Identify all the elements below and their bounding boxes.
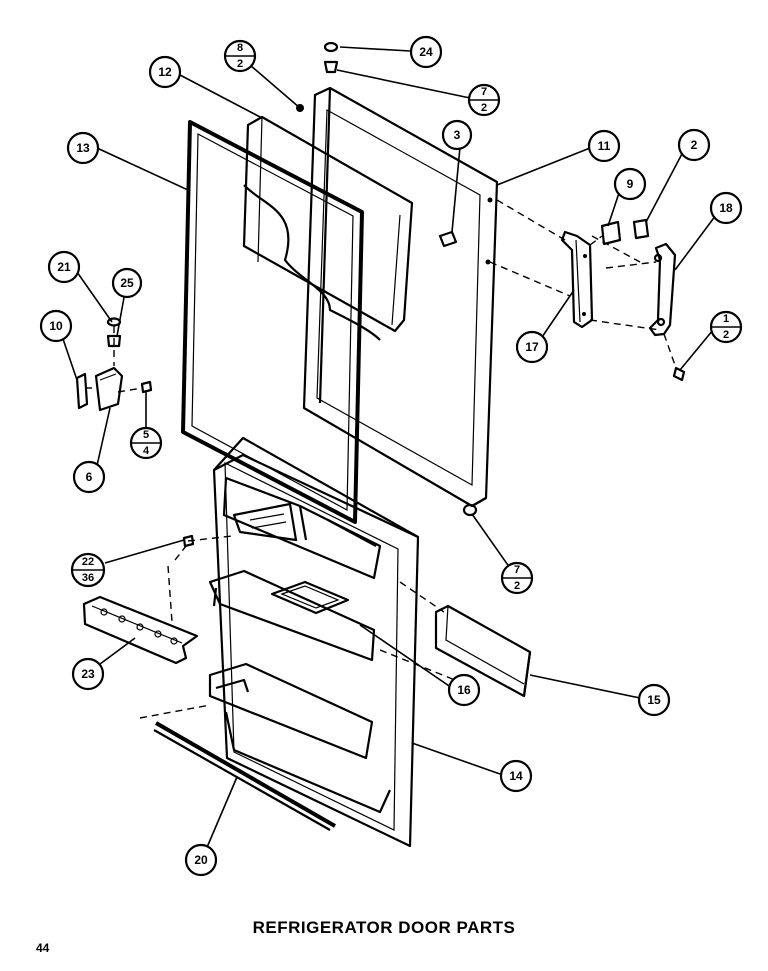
handle-trim-pieces (600, 218, 650, 246)
callout-label: 10 (49, 319, 63, 333)
callout-label: 11 (598, 139, 611, 153)
handle-bracket (560, 230, 594, 329)
callout-13: 13 (66, 131, 100, 165)
callout-label: 9 (627, 177, 634, 191)
callout-label: 25 (120, 276, 134, 290)
door-handle (648, 242, 677, 337)
callout-bottom: 4 (143, 445, 150, 457)
callout-label: 18 (719, 201, 733, 215)
callout-label: 16 (457, 683, 471, 697)
liner-screw (182, 534, 195, 548)
callout-label: 12 (158, 65, 172, 79)
callout-label: 2 (691, 138, 698, 152)
callout-label: 23 (81, 667, 95, 681)
callout-label: 21 (57, 260, 71, 274)
callout-22-36: 22 36 (70, 552, 106, 588)
callout-top: 7 (481, 86, 487, 98)
callout-top: 22 (82, 556, 94, 568)
callout-bottom: 2 (481, 102, 487, 114)
callout-17: 17 (515, 330, 549, 364)
callout-7-2-bottom: 7 2 (500, 561, 534, 595)
handle-screw (672, 366, 686, 382)
callout-top: 8 (237, 42, 243, 54)
callout-11: 11 (587, 129, 621, 163)
callout-top: 5 (143, 429, 149, 441)
callout-3: 3 (441, 119, 473, 151)
callout-top: 7 (514, 564, 520, 576)
callout-20: 20 (184, 843, 218, 877)
callout-bottom: 2 (723, 329, 729, 341)
callout-14: 14 (499, 759, 533, 793)
callout-label: 17 (525, 340, 539, 354)
callout-9: 9 (613, 167, 647, 201)
callout-15: 15 (637, 683, 671, 717)
callout-bottom: 2 (237, 58, 243, 70)
assembly-lines-liner (139, 535, 456, 719)
callout-label: 3 (454, 128, 461, 142)
callout-top: 1 (723, 313, 729, 325)
callout-6: 6 (72, 460, 106, 494)
callout-label: 6 (86, 470, 93, 484)
callout-8-2: 8 2 (223, 39, 257, 73)
leader-lines (61, 46, 717, 853)
callout-bottom: 2 (514, 580, 520, 592)
callout-12: 12 (148, 55, 182, 89)
bottom-trim-strip (153, 721, 336, 831)
door-shelf (434, 604, 532, 698)
callout-label: 15 (647, 693, 661, 707)
callout-label: 20 (194, 853, 208, 867)
callout-1-2: 1 2 (709, 310, 743, 344)
callout-5-4: 5 4 (129, 426, 163, 460)
callout-label: 24 (419, 45, 433, 59)
callout-bottom: 36 (82, 572, 94, 584)
callout-21: 21 (47, 250, 81, 284)
page-number: 44 (36, 941, 50, 955)
assembly-lines-right (489, 199, 677, 369)
callout-2: 2 (677, 128, 711, 162)
door-gasket (181, 120, 364, 524)
outer-door (302, 86, 499, 508)
callout-10: 10 (39, 309, 73, 343)
diagram-caption: REFRIGERATOR DOOR PARTS (252, 918, 516, 937)
callout-label: 14 (509, 769, 523, 783)
callout-25: 25 (111, 267, 143, 299)
hinge-assembly (75, 317, 153, 412)
callout-23: 23 (71, 657, 105, 691)
callout-24: 24 (409, 35, 443, 69)
callout-label: 13 (76, 141, 90, 155)
callout-16: 16 (447, 673, 481, 707)
callout-7-2-top: 7 2 (467, 83, 501, 117)
door-foot-cap (462, 503, 478, 517)
inner-door-panel (242, 115, 414, 341)
callout-18: 18 (709, 191, 743, 225)
door-liner (208, 436, 420, 848)
shelf-bar (82, 595, 199, 665)
